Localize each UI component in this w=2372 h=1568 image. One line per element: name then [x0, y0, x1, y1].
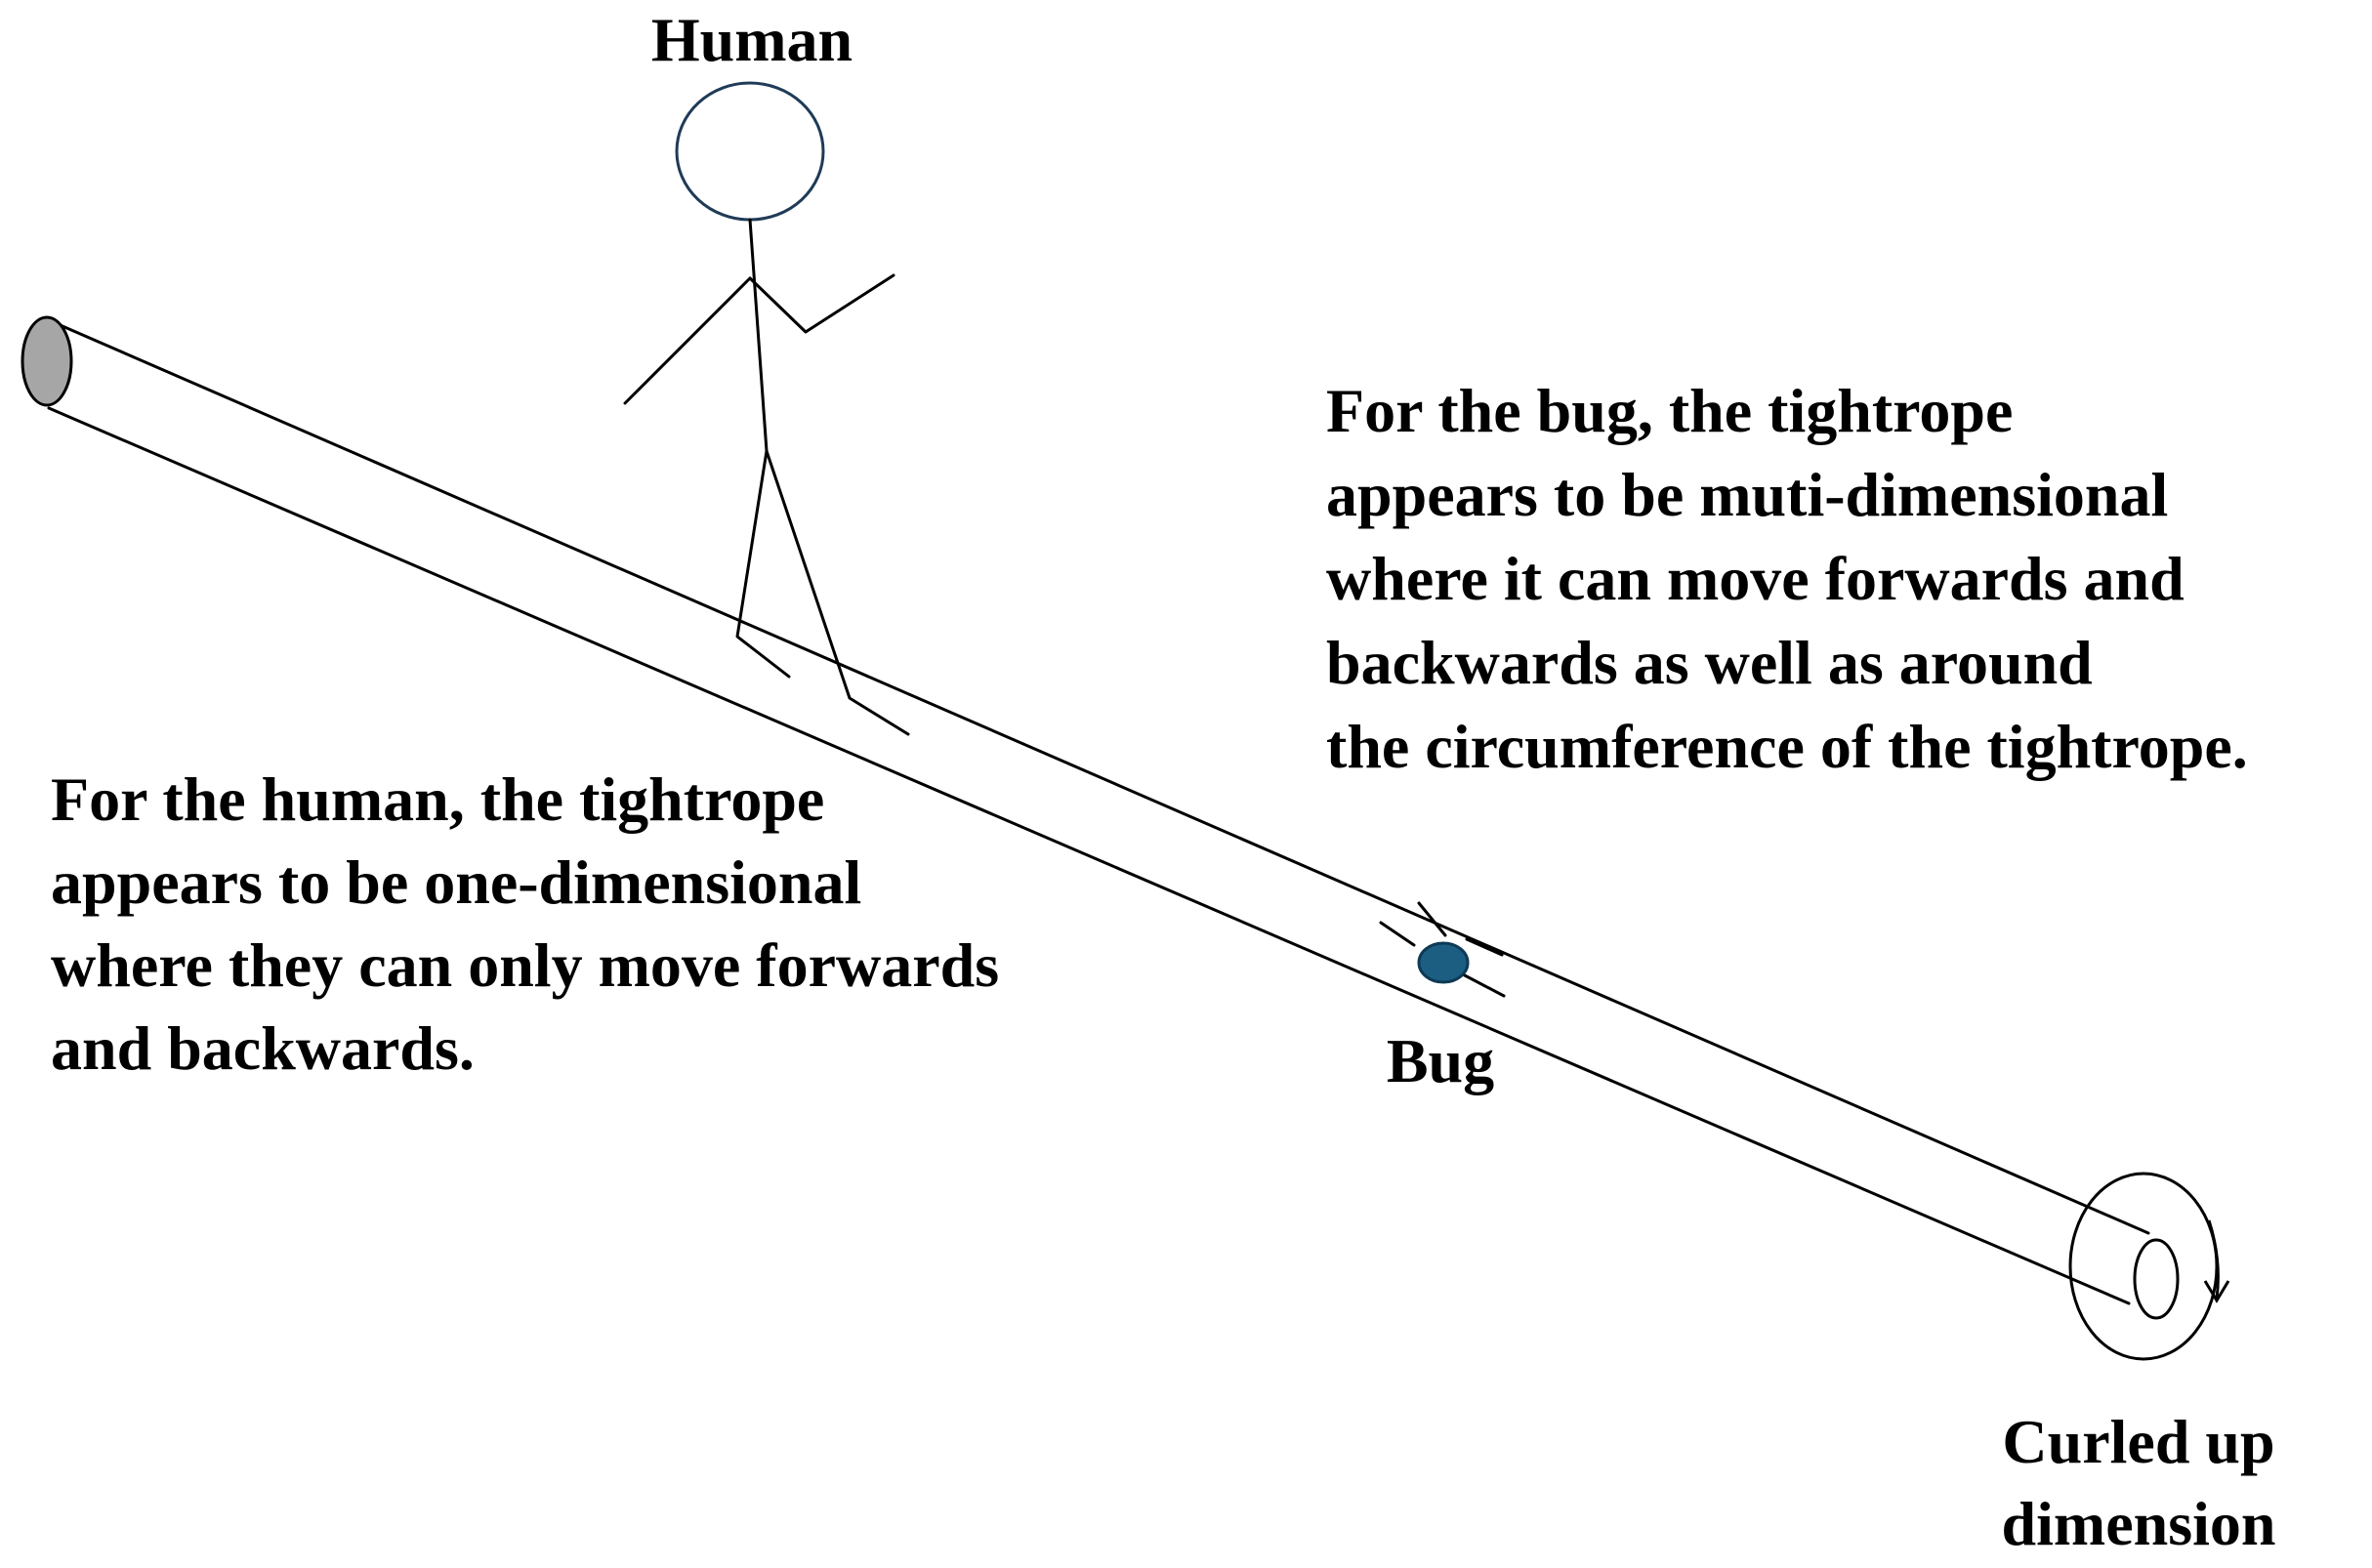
- bug-text-line-2: appears to be muti-dimensional: [1326, 460, 2168, 529]
- bug-body: [1417, 941, 1470, 984]
- tightrope-top-edge: [47, 318, 2150, 1235]
- tightrope: [21, 315, 2150, 1305]
- human-text-line-1: For the human, the tightrope: [51, 764, 824, 834]
- bug-text-line-5: the circumference of the tightrope.: [1326, 712, 2248, 781]
- human-label: Human: [651, 5, 853, 74]
- curled-dimension-label-line2: dimension: [2002, 1489, 2276, 1558]
- tightrope-bottom-edge: [47, 406, 2131, 1305]
- bug-text-line-1: For the bug, the tightrope: [1326, 376, 2013, 445]
- rotation-arrowhead: [2203, 1280, 2230, 1303]
- human-description: For the human, the tightrope appears to …: [51, 764, 999, 1083]
- human-right-leg: [765, 449, 910, 736]
- bug-antenna-2: [1379, 921, 1416, 947]
- human-text-line-3: where they can only move forwards: [51, 930, 999, 1000]
- bug-description: For the bug, the tightrope appears to be…: [1326, 376, 2248, 781]
- curled-dimension: [2068, 1172, 2230, 1361]
- bug-antenna-3: [1465, 937, 1504, 957]
- human-left-arm: [623, 276, 752, 405]
- inner-tube-end: [2133, 1238, 2180, 1320]
- human-text-line-2: appears to be one-dimensional: [51, 847, 861, 917]
- bug-leg-back: [1461, 972, 1506, 998]
- bug-text-line-3: where it can move forwards and: [1326, 544, 2185, 613]
- bug-text-line-4: backwards as well as around: [1326, 628, 2093, 697]
- human-text-line-4: and backwards.: [51, 1013, 475, 1083]
- human-left-leg: [735, 449, 791, 679]
- human-body: [748, 218, 769, 453]
- bug-antenna-1: [1417, 901, 1447, 937]
- tightrope-end-cap: [21, 315, 73, 407]
- rotation-arrow: [2207, 1219, 2220, 1300]
- bug-figure: [1379, 901, 1506, 998]
- human-right-arm: [748, 273, 895, 334]
- human-head: [675, 81, 825, 222]
- human-figure: [623, 81, 910, 736]
- curled-dimension-label-line1: Curled up: [2002, 1407, 2274, 1476]
- bug-label: Bug: [1387, 1026, 1494, 1095]
